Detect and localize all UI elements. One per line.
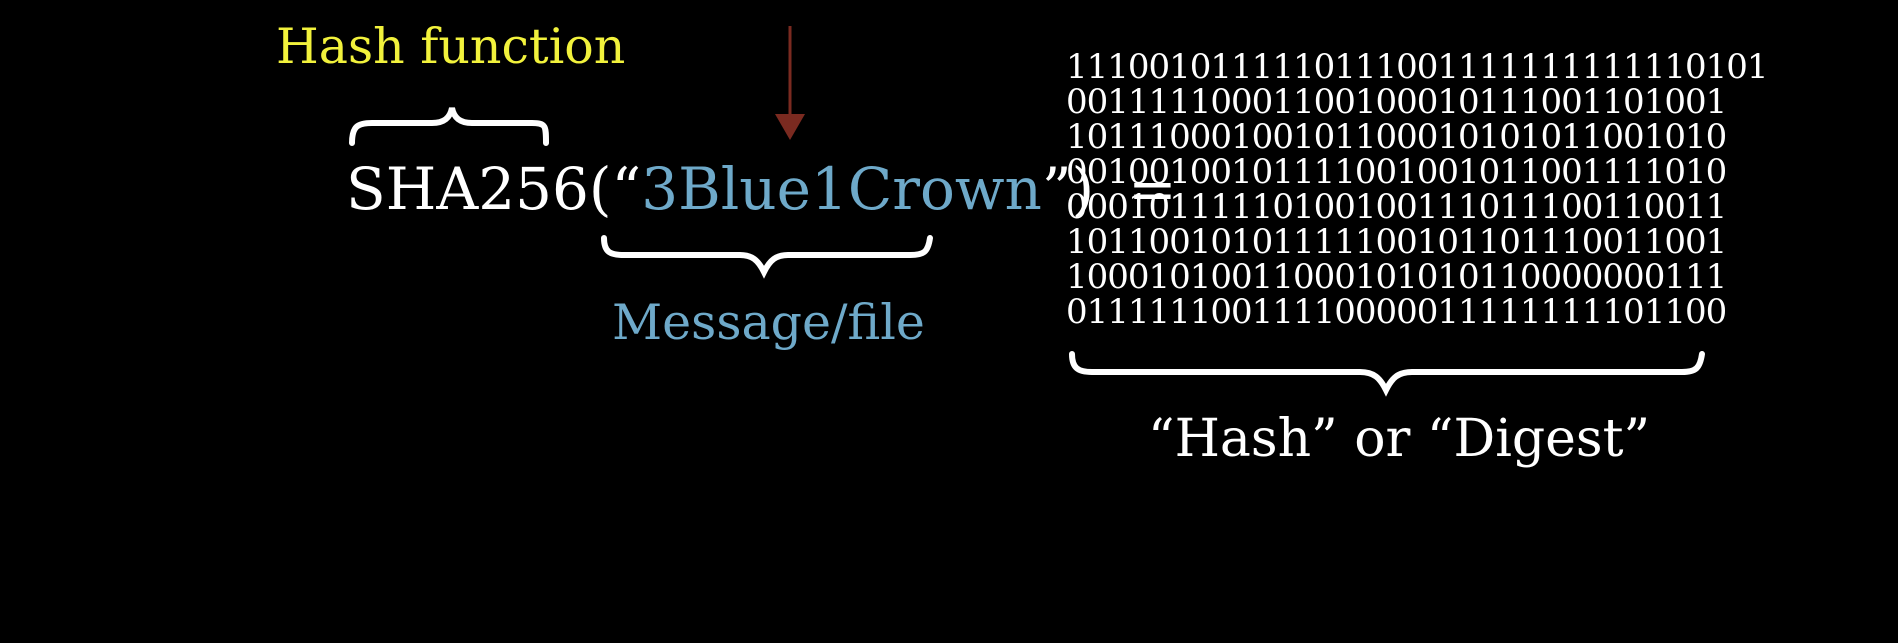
digest-row: 01111110011110000011111111101100 [1066, 292, 1727, 332]
digest-row: 00100100101111001001011001111010 [1066, 152, 1727, 192]
hash-function-brace [349, 107, 549, 146]
hash-expression: SHA256(“3Blue1Crown”)= [346, 160, 1177, 218]
message-brace [601, 235, 933, 279]
digest-row: 10001010011000101010110000000111 [1066, 257, 1727, 297]
digest-row: 00010111110100100111011100110011 [1066, 187, 1727, 227]
digest-brace [1069, 351, 1705, 397]
equals-sign: = [1128, 155, 1177, 223]
open-paren-quote: (“ [588, 155, 642, 223]
digest-row: 10111000100101100010101011001010 [1066, 117, 1727, 157]
digest-row: 00111110001100100010111001101001 [1066, 82, 1727, 122]
hash-or-digest-label: “Hash” or “Digest” [1148, 409, 1651, 469]
message-file-label: Message/file [612, 294, 925, 351]
close-quote-paren: ”) [1041, 155, 1095, 223]
digest-row: 1110010111110111001111111111110101 [1066, 47, 1768, 87]
message-text: 3Blue1Crown [641, 155, 1042, 223]
arrow-head [775, 114, 805, 140]
hash-function-label: Hash function [276, 18, 626, 75]
digest-row: 10110010101111100101101110011001 [1066, 222, 1727, 262]
function-name: SHA256 [346, 155, 589, 223]
